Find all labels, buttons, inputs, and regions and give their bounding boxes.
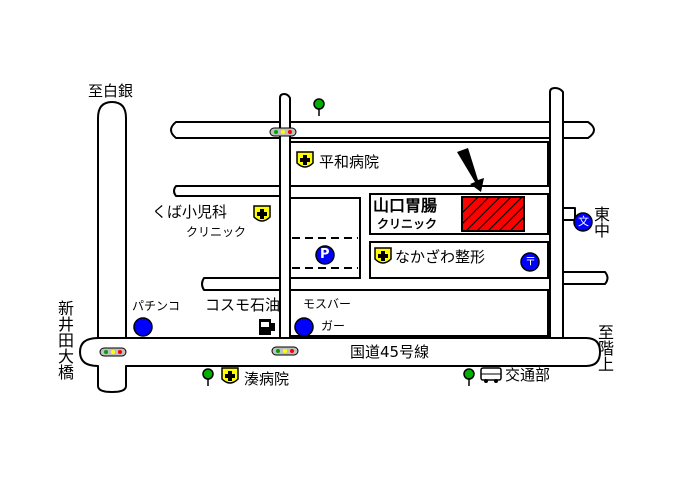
label-kuba-sub: クリニック — [186, 225, 247, 239]
block-nakazawa — [369, 241, 549, 279]
parking-symbol: P — [320, 247, 330, 262]
hospital-mark-icon — [296, 151, 314, 168]
hospital-mark-icon — [374, 247, 392, 264]
gas-station-icon — [259, 319, 275, 335]
parking-circle — [315, 245, 335, 265]
arrow-icon — [457, 148, 484, 192]
label-mos-1: モスバー — [303, 297, 352, 311]
traffic-light-icon — [269, 127, 297, 137]
tree-icon — [313, 98, 325, 116]
label-kuba-pediatrics: くば小児科 — [152, 203, 228, 221]
label-nakazawa: なかざわ整形 — [395, 248, 486, 266]
pachinko-circle — [133, 317, 153, 337]
label-pachinko: パチンコ — [132, 299, 181, 313]
hospital-mark-icon — [221, 367, 239, 384]
post-office-symbol: 〒 — [525, 255, 536, 268]
block-mos — [289, 289, 549, 337]
upper-road — [170, 121, 595, 139]
road-mid-1 — [173, 185, 281, 197]
police-box-symbol: 文 — [578, 215, 589, 228]
label-heiwa-hospital: 平和病院 — [319, 153, 380, 171]
direction-shirogin: 至白銀 — [88, 82, 134, 100]
right-road — [549, 87, 564, 339]
mos-circle — [294, 317, 314, 337]
road-right-1 — [562, 207, 576, 221]
road-label: 国道45号線 — [350, 343, 430, 361]
post-office-circle — [520, 252, 540, 272]
direction-higashinaka: 東中 — [591, 206, 610, 238]
clinic-sub: クリニック — [377, 217, 438, 231]
route-45-road — [79, 337, 601, 393]
label-cosmo: コスモ石油 — [205, 296, 281, 314]
label-minato-hospital: 湊病院 — [244, 370, 290, 388]
direction-niida-ohashi: 新井田大橋 — [55, 300, 74, 380]
tree-icon — [463, 368, 475, 386]
road-mid-2 — [201, 277, 281, 291]
label-kotsubu: 交通部 — [505, 366, 551, 384]
central-road — [279, 93, 291, 339]
road-right-2 — [562, 271, 609, 285]
traffic-light-icon — [271, 346, 299, 356]
clinic-name: 山口胃腸 — [373, 196, 438, 215]
hospital-mark-icon — [253, 205, 271, 222]
bus-icon — [480, 367, 502, 383]
direction-kaijo: 至階上 — [595, 324, 614, 372]
label-mos-2: ガー — [321, 319, 346, 333]
block-heiwa — [289, 141, 549, 187]
traffic-light-icon — [99, 347, 127, 357]
police-box-circle — [573, 212, 593, 232]
left-main-road — [97, 101, 127, 345]
tree-icon — [202, 368, 214, 386]
